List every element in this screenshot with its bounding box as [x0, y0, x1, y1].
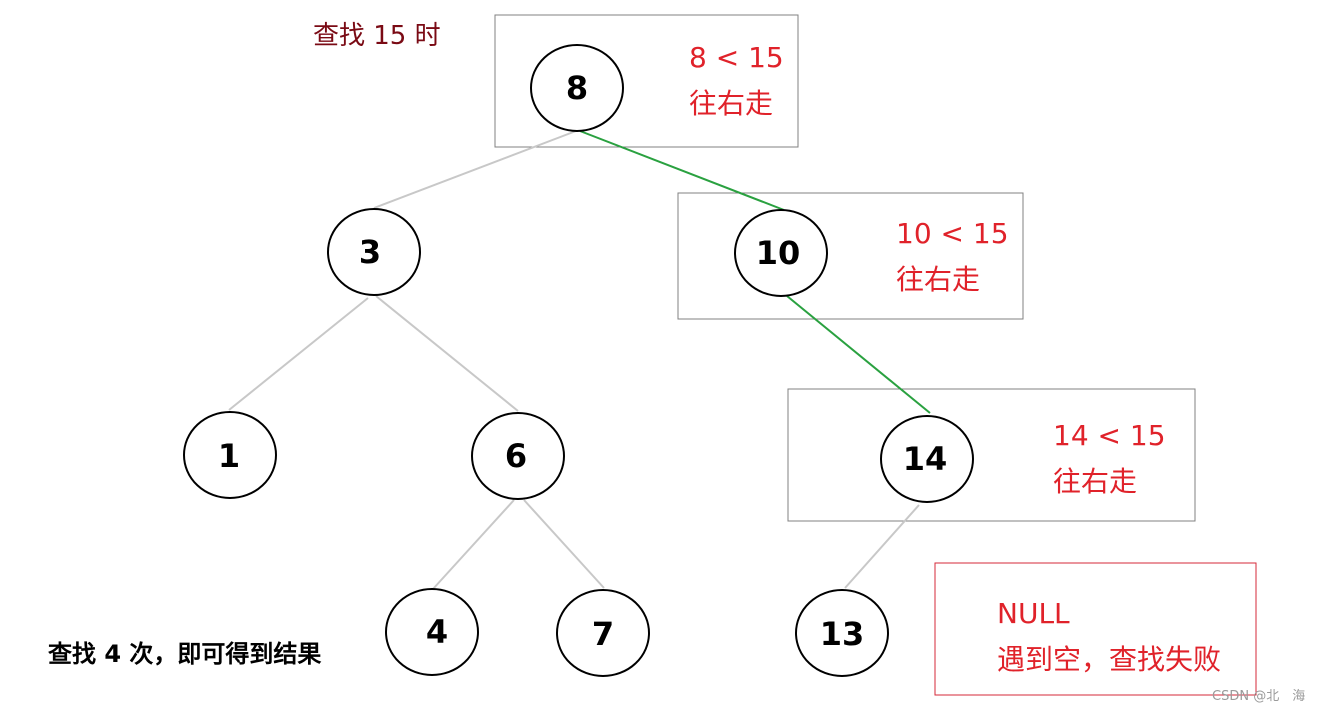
step-compare: 10 < 15	[896, 217, 1009, 250]
watermark: CSDN @北 海	[1212, 689, 1306, 704]
step-action: 往右走	[1053, 465, 1138, 498]
edge-10-14	[786, 295, 931, 414]
edge-3-6	[375, 295, 519, 412]
node-circle	[471, 412, 565, 500]
node-value: 1	[218, 437, 240, 475]
null-label: NULL	[997, 597, 1070, 630]
step-action: 往右走	[896, 263, 981, 296]
node-circle	[556, 589, 650, 677]
edge-6-7	[523, 499, 605, 589]
step-note: 8 < 15 往右走	[689, 35, 784, 127]
node-value: 13	[820, 615, 865, 653]
edge-6-4	[432, 499, 515, 590]
tree-node: 6	[471, 412, 565, 500]
tree-node: 14	[880, 415, 974, 503]
node-circle	[880, 415, 974, 503]
node-value: 14	[903, 440, 948, 478]
tree-node: 13	[795, 589, 889, 677]
tree-node: 3	[327, 208, 421, 296]
tree-node: 8	[530, 44, 624, 132]
edge-14-13	[844, 504, 920, 589]
tree-node: 7	[556, 589, 650, 677]
node-circle	[385, 588, 479, 676]
null-result-note: NULL 遇到空，查找失败	[997, 591, 1221, 683]
step-note: 10 < 15 往右走	[896, 211, 1009, 303]
node-value: 3	[359, 233, 381, 271]
step-compare: 8 < 15	[689, 41, 784, 74]
null-result-box	[934, 562, 1257, 696]
node-circle	[327, 208, 421, 296]
step-compare: 14 < 15	[1053, 419, 1166, 452]
tree-edges	[228, 130, 931, 590]
step-box-10	[677, 192, 1024, 320]
tree-node: 10	[734, 209, 828, 297]
node-value: 6	[505, 437, 527, 475]
node-value: 10	[756, 234, 801, 272]
node-circle	[795, 589, 889, 677]
edge-8-3	[373, 130, 577, 209]
tree-node: 1	[183, 411, 277, 499]
node-circle	[734, 209, 828, 297]
step-box-8	[494, 14, 799, 148]
failure-text: 遇到空，查找失败	[997, 643, 1222, 676]
tree-node: 4	[385, 588, 479, 676]
summary-text: 查找 4 次，即可得到结果	[48, 640, 322, 668]
node-value: 8	[566, 69, 588, 107]
step-action: 往右走	[689, 87, 774, 120]
node-value: 4	[426, 613, 448, 651]
edge-3-1	[228, 297, 369, 411]
edge-8-10	[579, 130, 785, 211]
step-note: 14 < 15 往右走	[1053, 413, 1166, 505]
diagram-title: 查找 15 时	[313, 21, 441, 51]
node-circle	[530, 44, 624, 132]
step-box-14	[787, 388, 1196, 522]
node-value: 7	[592, 615, 614, 653]
node-circle	[183, 411, 277, 499]
